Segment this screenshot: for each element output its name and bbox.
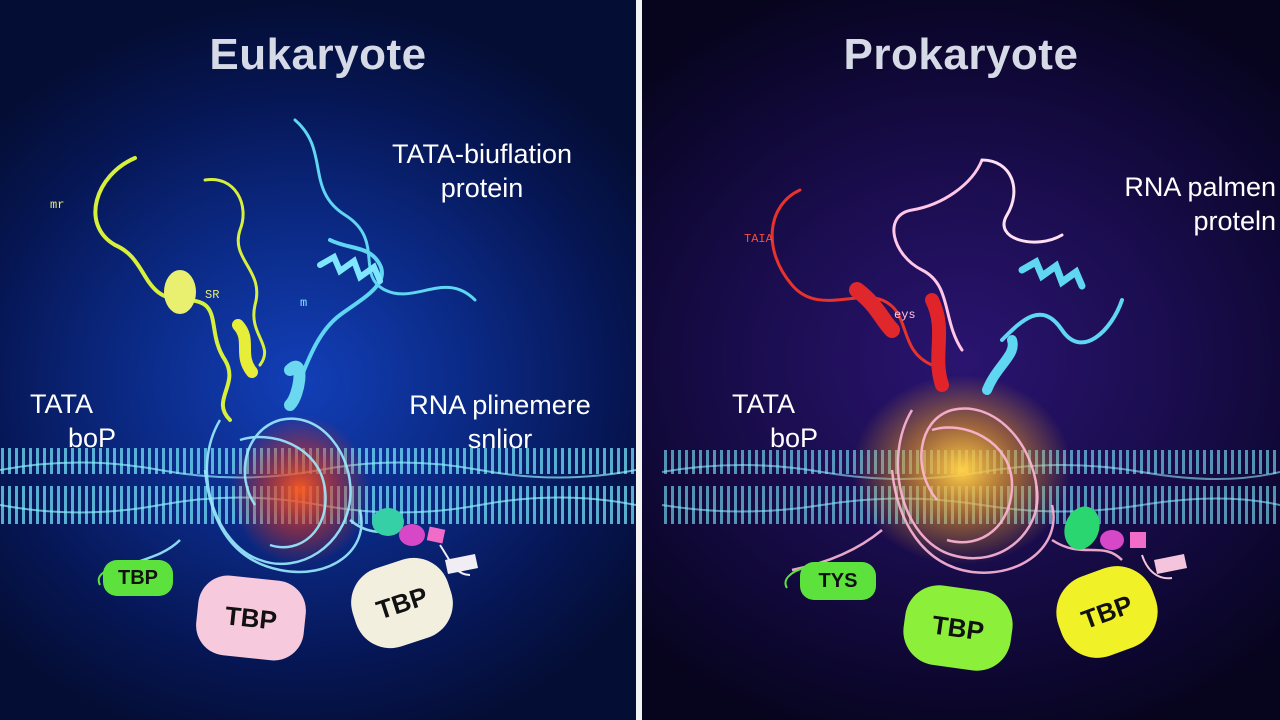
label-line: boP [68, 423, 117, 453]
label-line: protein [440, 173, 524, 203]
binding-glow [852, 375, 1072, 565]
prokaryote-panel: Prokaryote RNA palmen proteln TATA boP T… [642, 0, 1280, 720]
label-tata-box: TATA boP [30, 387, 116, 455]
eukaryote-panel: Eukaryote TATA-biuflation protein RNA pl… [0, 0, 636, 720]
label-line: TATA [30, 389, 93, 419]
label-line: RNA plinemere [409, 390, 591, 420]
pill-text: TBP [118, 566, 158, 589]
polymerase-loops [109, 417, 416, 577]
tys-pill-small: TYS [800, 562, 876, 600]
cyan-subunit [982, 257, 1124, 395]
tiny-tag: TAIA [744, 232, 773, 246]
panel-title: Prokaryote [843, 30, 1079, 79]
tbp-pill-small: TBP [103, 560, 173, 596]
label-line: TATA-biuflation [391, 139, 573, 169]
label-line: RNA palmen [1124, 172, 1276, 202]
binding-glow [230, 415, 370, 565]
panel-divider [636, 0, 642, 720]
label-tata-binding: TATA-biuflation protein [372, 137, 592, 205]
tbp-pill-pink: TBP [193, 572, 309, 664]
helix-tag: eys [894, 308, 916, 322]
side-subunits [372, 508, 478, 576]
label-line: TATA [732, 389, 795, 419]
tbp-protein-chain [93, 156, 267, 422]
panel-title: Eukaryote [209, 30, 427, 79]
rna-polymerase-chain [892, 158, 1064, 352]
label-tata-box: TATA boP [732, 387, 818, 455]
label-rna-polymerase: RNA palmen proteln [1062, 170, 1276, 238]
label-line: snlior [467, 424, 533, 454]
pill-text: TBP [1077, 588, 1137, 635]
helix-tag: m [300, 296, 308, 310]
tbp-protein-chain [770, 188, 949, 392]
eukaryote-illustration [0, 118, 636, 586]
pill-text: TBP [223, 599, 279, 636]
rna-polymerase-chain [284, 118, 477, 411]
label-line: boP [770, 423, 819, 453]
pill-text: TYS [818, 569, 858, 592]
prokaryote-illustration [661, 158, 1280, 589]
label-rna-polymerase: RNA plinemere snlior [380, 388, 620, 456]
helix-tag: SR [205, 288, 220, 302]
side-subunits [1064, 506, 1187, 580]
label-line: proteln [1193, 206, 1276, 236]
pill-text: TBP [930, 609, 986, 646]
tiny-tag: mr [50, 198, 65, 212]
pill-text: TBP [372, 580, 432, 625]
